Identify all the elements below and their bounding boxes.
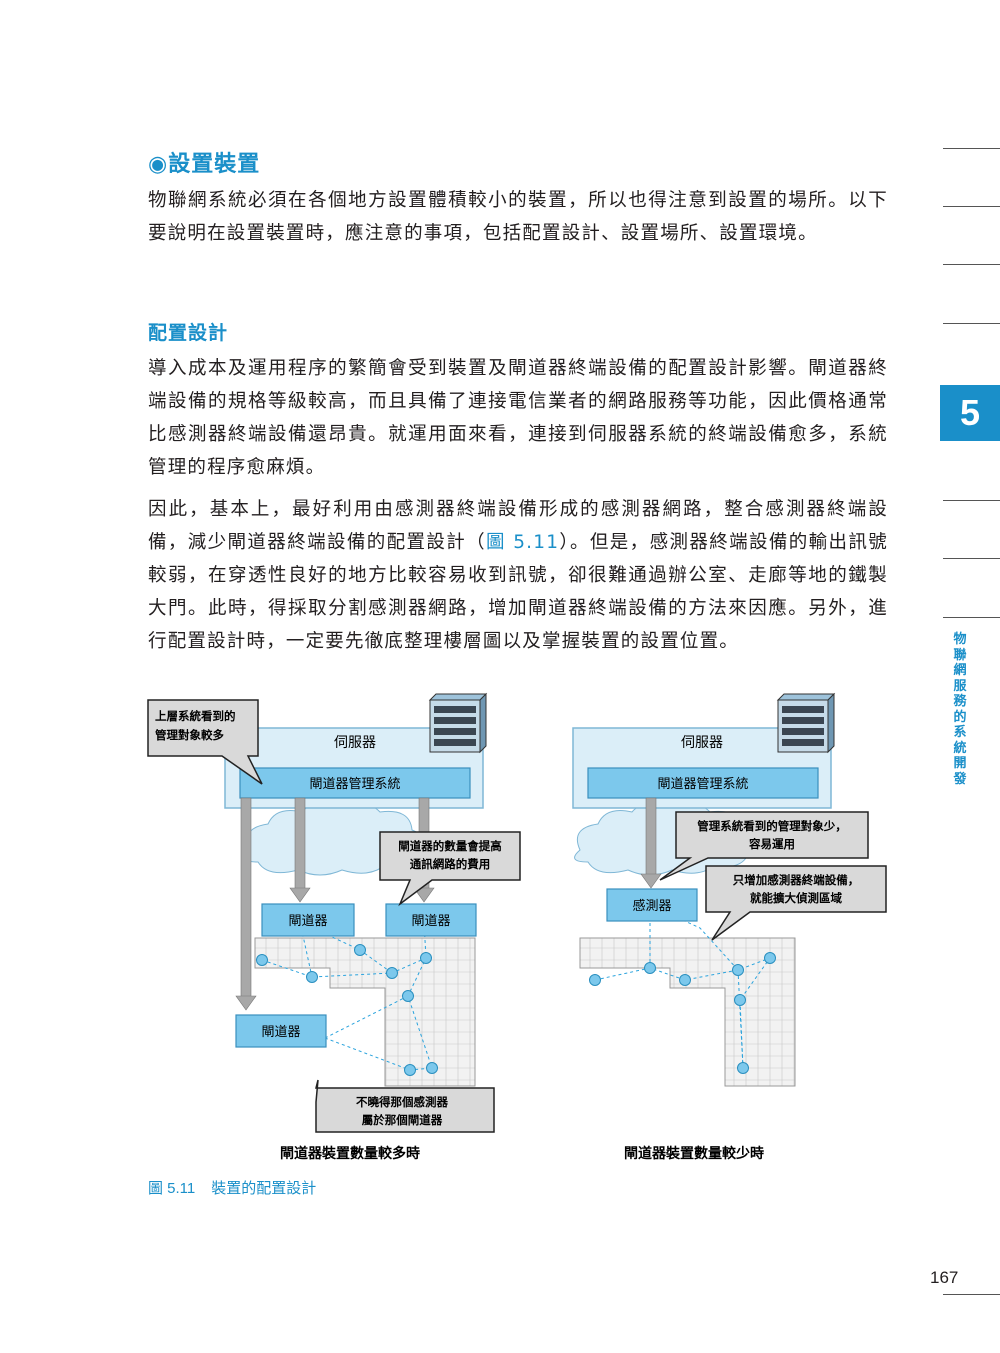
- callout-top-left-line-2: 管理對象較多: [155, 728, 224, 742]
- server-icon-right: [776, 692, 836, 754]
- right-diagram: 伺服器 閘道器管理系統 感測器 管理系統看到的管理: [572, 692, 887, 1162]
- gateway-label: 閘道器: [288, 914, 327, 929]
- link-arrow: [413, 887, 435, 903]
- callout-sensor-line-1: 只增加感測器終端設備，: [733, 873, 860, 887]
- subcaption-left: 閘道器裝置數量較多時: [280, 1145, 420, 1162]
- figure-reference-link[interactable]: 圖 5.11: [486, 532, 560, 553]
- sensor-nodes-right: [589, 952, 776, 1074]
- page-number: 167: [930, 1268, 959, 1287]
- figure-caption-number: 圖 5.11: [148, 1180, 196, 1197]
- figure-caption-text: 裝置的配置設計: [211, 1179, 317, 1197]
- floor-plan-right: [579, 937, 796, 1087]
- section-title: ◉設置裝置: [148, 152, 261, 177]
- callout-mgmt-line-1: 管理系統看到的管理對象少，: [697, 819, 847, 833]
- margin-rule: [943, 558, 1000, 559]
- intro-paragraph: 物聯網系統必須在各個地方設置體積較小的裝置，所以也得注意到設置的場所。以下要說明…: [148, 190, 888, 244]
- link-arrow: [289, 887, 311, 903]
- gateway-mgmt-box-right: [587, 767, 819, 799]
- callout-gateway-cost: [379, 831, 521, 907]
- callout-bottom-left: [315, 1079, 495, 1133]
- margin-rule: [943, 323, 1000, 324]
- paragraph-2-before: 因此，基本上，最好利用由感測器終端設備形成的感測器網路，整合感測器終端設備，減少…: [148, 499, 888, 553]
- left-diagram: 伺服器 閘道器管理系統: [147, 692, 521, 1162]
- link-arrow: [640, 873, 662, 889]
- margin-rule: [943, 148, 1000, 149]
- margin-rule: [943, 206, 1000, 207]
- subsection-title: 配置設計: [148, 322, 229, 344]
- callout-cost-line-2: 通訊網路的費用: [410, 857, 491, 871]
- callout-bottom-line-1: 不曉得那個感測器: [356, 1095, 448, 1109]
- gateway-label: 閘道器: [411, 914, 450, 929]
- link-line: [240, 797, 252, 999]
- callout-sensor-line-2: 就能擴大偵測區域: [750, 891, 842, 905]
- callout-bottom-line-2: 屬於那個閘道器: [362, 1113, 443, 1127]
- callout-mgmt-line-2: 容易運用: [748, 837, 795, 851]
- sensor-label-right: 感測器: [632, 898, 671, 914]
- margin-rule: [943, 264, 1000, 265]
- sensor-box-right: [606, 888, 698, 922]
- link-line: [645, 797, 657, 877]
- margin-rule: [943, 617, 1000, 618]
- gateway-mgmt-label-left: 閘道器管理系統: [309, 777, 400, 792]
- sensor-nodes-left: [256, 944, 438, 1076]
- link-line: [294, 797, 306, 891]
- callout-top-left-line-1: 上層系統看到的: [155, 709, 236, 723]
- chapter-tab: 5: [940, 385, 1000, 441]
- side-chapter-title: 物聯網服務的系統開發: [953, 632, 967, 787]
- callout-top-left: [147, 699, 263, 785]
- gateway-box-1: [261, 903, 355, 937]
- gateway-mgmt-box-left: [239, 767, 471, 799]
- page-number-rule: [943, 1294, 1000, 1295]
- gateway-box-2: [385, 903, 477, 937]
- figure-caption: 圖 5.11 裝置的配置設計: [148, 1177, 316, 1198]
- floor-plan-left: [254, 937, 476, 1087]
- paragraph-2: 因此，基本上，最好利用由感測器終端設備形成的感測器網路，整合感測器終端設備，減少…: [148, 493, 888, 658]
- subcaption-right: 閘道器裝置數量較少時: [624, 1145, 764, 1162]
- gateway-label: 閘道器: [261, 1025, 300, 1040]
- figure-5-11: 伺服器 閘道器管理系統: [147, 692, 887, 1162]
- link-arrow: [235, 995, 257, 1011]
- callout-sensor-right: [705, 865, 887, 941]
- callout-mgmt-right: [659, 811, 869, 881]
- server-icon-left: [428, 692, 488, 754]
- gateway-mgmt-label-right: 閘道器管理系統: [657, 777, 748, 792]
- gateway-box-3: [235, 1014, 327, 1048]
- callout-cost-line-1: 閘道器的數量會提高: [398, 839, 502, 853]
- paragraph-2-after: ）。但是，感測器終端設備的輸出訊號較弱，在穿透性良好的地方比較容易收到訊號，卻很…: [148, 532, 888, 652]
- margin-rule: [943, 500, 1000, 501]
- server-label-right: 伺服器: [681, 735, 723, 751]
- paragraph-1: 導入成本及運用程序的繁簡會受到裝置及閘道器終端設備的配置設計影響。閘道器終端設備…: [148, 358, 888, 478]
- server-label-left: 伺服器: [334, 735, 376, 751]
